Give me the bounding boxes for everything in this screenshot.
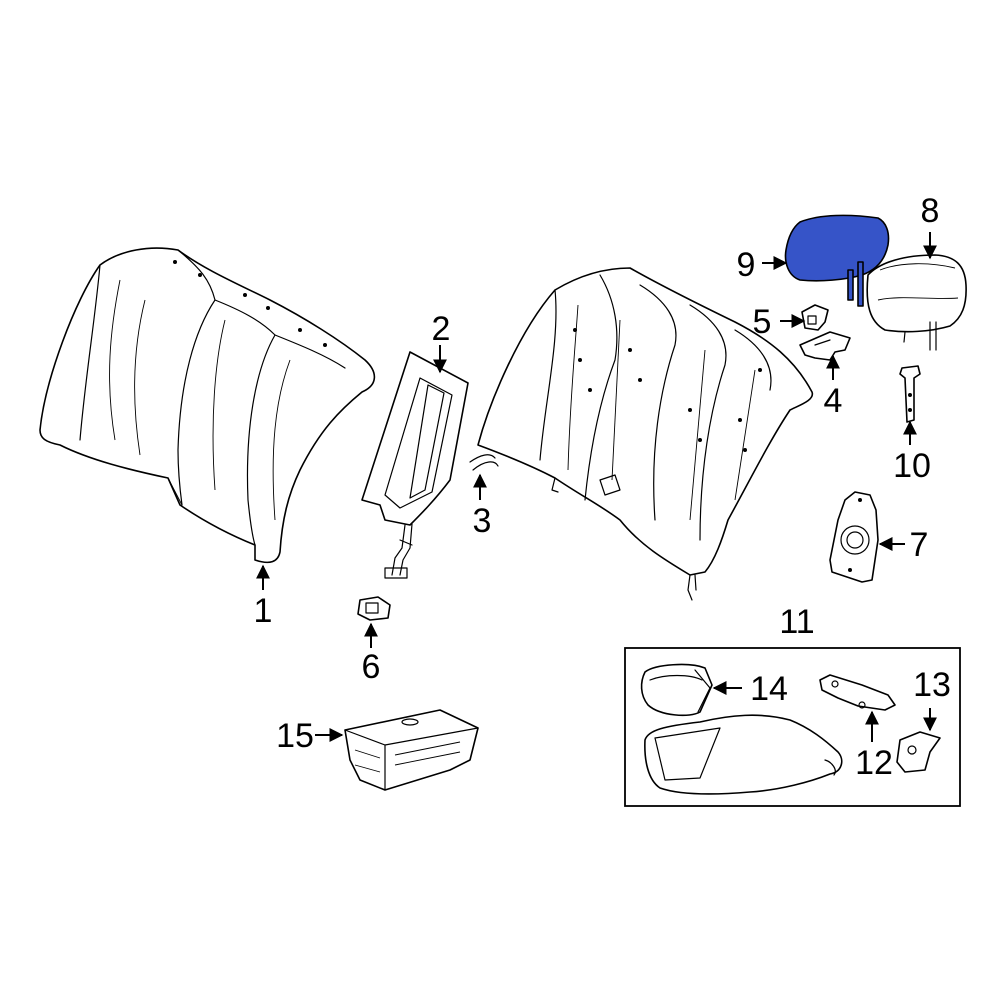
part-12-armrest-hinge[interactable] [819,674,896,711]
callout-13: 13 [913,666,951,704]
part-1-seat-back-cover[interactable] [39,247,376,564]
callout-6: 6 [362,648,381,686]
callout-14: 14 [750,670,788,708]
callout-3: 3 [473,502,492,540]
part-7-mount-plate[interactable] [829,491,879,583]
part-14-armrest-lid[interactable] [640,663,713,717]
part-8-headrest[interactable] [866,254,967,351]
part-6-switch[interactable] [357,596,391,621]
callout-4: 4 [824,382,843,420]
callout-9: 9 [737,246,756,284]
part-13-latch[interactable] [896,731,941,773]
callout-labels: 1 2 3 4 5 6 7 8 9 10 11 12 13 14 15 [254,192,951,782]
part-4-guide-bracket[interactable] [799,331,851,361]
part-9-headrest-highlighted[interactable] [784,214,890,307]
callout-15: 15 [276,717,314,755]
part-5-guide[interactable] [801,304,829,331]
callout-12: 12 [855,744,893,782]
part-11-armrest[interactable] [644,714,843,795]
callout-7: 7 [910,526,929,564]
callout-10: 10 [893,447,931,485]
callout-8: 8 [921,192,940,230]
part-15-control-module[interactable] [344,709,479,791]
callout-2: 2 [432,310,451,348]
callout-1: 1 [254,592,273,630]
part-10-guide-lock[interactable] [899,365,921,423]
callout-11: 11 [779,603,814,641]
part-3-seat-back-frame[interactable] [469,267,814,601]
leader-lines [256,232,937,742]
callout-5: 5 [753,303,772,341]
part-2-heater-pad[interactable] [361,351,469,579]
armrest-group-box [624,647,961,807]
